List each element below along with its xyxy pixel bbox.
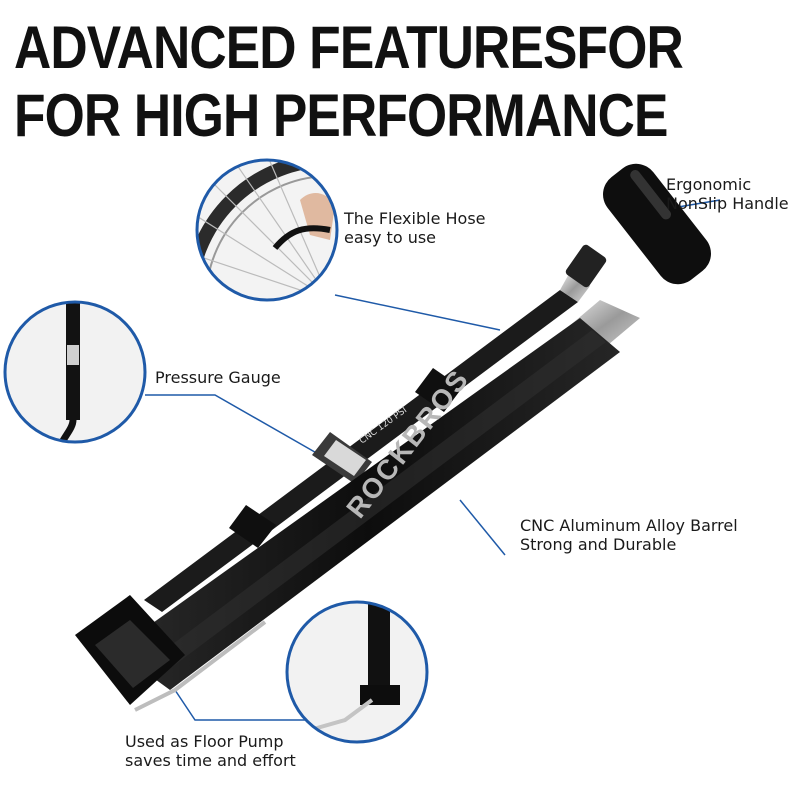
callout-floor: Used as Floor Pump saves time and effort [125,732,296,770]
headline-line-2: FOR HIGH PERFORMANCE [14,82,668,149]
valve-head [565,244,607,288]
pump-base [75,595,185,705]
inset-gauge-ring [3,300,147,444]
inset-floor-ring [285,600,429,744]
callout-barrel-line-1: CNC Aluminum Alloy Barrel [520,516,738,535]
pump-barrel [115,318,620,690]
callout-hose-line-2: easy to use [344,228,437,247]
headline-line-1: ADVANCED FEATURESFOR [14,14,684,81]
callout-floor-line-1: Used as Floor Pump [125,732,284,751]
callout-handle: Ergonomic NonSlip Handle [666,175,789,213]
callout-hose: The Flexible Hose easy to use [344,209,486,247]
hose-rod [144,272,590,612]
callout-handle-line-2: NonSlip Handle [666,194,789,213]
callout-floor-line-2: saves time and effort [125,751,296,770]
callout-handle-line-1: Ergonomic [666,175,752,194]
inset-gauge [5,302,145,442]
inset-floor [287,602,427,742]
foot-peg [134,620,267,712]
callout-barrel: CNC Aluminum Alloy Barrel Strong and Dur… [520,516,738,554]
callout-gauge: Pressure Gauge [155,368,281,387]
callout-hose-line-1: The Flexible Hose [344,209,486,228]
inset-hose-ring [195,158,339,302]
callout-barrel-line-2: Strong and Durable [520,535,677,554]
callout-gauge-line-1: Pressure Gauge [155,368,281,387]
handle-grip [603,163,711,285]
